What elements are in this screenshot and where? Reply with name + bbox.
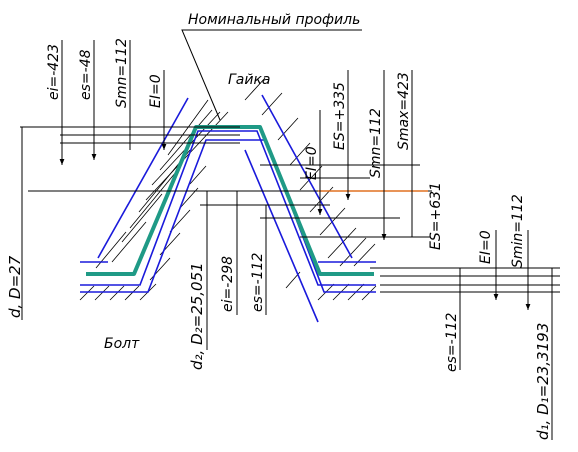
nut-pitch-ES: ES=+335 xyxy=(332,82,348,150)
nominal-profile-leader xyxy=(181,29,362,121)
minor-diameter-label: d₁, D₁=23,3193 xyxy=(534,323,552,440)
nut-minor-smin: Smin=112 xyxy=(510,194,526,268)
nut-label: Гайка xyxy=(228,72,271,88)
nut-limit-outer xyxy=(97,97,189,259)
nut-major-EI: EI=0 xyxy=(148,74,164,108)
nut-limit-outer-right xyxy=(261,94,353,259)
nut-pitch-EI: EI=0 xyxy=(304,146,320,180)
dimension-lines xyxy=(21,40,553,440)
bolt-pitch-es: es=-112 xyxy=(250,252,266,312)
nut-flank-extension xyxy=(244,149,319,323)
pitch-diameter-label: d₂, D₂=25,051 xyxy=(188,262,206,370)
bolt-minor-es: es=-112 xyxy=(444,312,460,372)
limit-contours xyxy=(80,94,376,323)
nominal-profile-label: Номинальный профиль xyxy=(188,12,360,28)
bolt-major-smin: Smn=112 xyxy=(114,38,130,108)
nut-minor-EI: EI=0 xyxy=(478,230,494,264)
bolt-major-es: es=-48 xyxy=(78,49,94,100)
bolt-pitch-ei: ei=-298 xyxy=(220,256,236,312)
nut-pitch-smax: Smax=423 xyxy=(396,72,412,150)
bolt-label: Болт xyxy=(104,336,140,352)
nominal-profile xyxy=(86,125,374,276)
bolt-major-ei: ei=-423 xyxy=(46,44,62,100)
bolt-limit-2 xyxy=(80,139,376,293)
nut-minor-ES: ES=+631 xyxy=(428,182,444,250)
bolt-limit-1 xyxy=(80,130,376,286)
nut-pitch-smin: Smn=112 xyxy=(368,108,384,178)
major-diameter-label: d, D=27 xyxy=(6,255,24,318)
extension-lines xyxy=(20,126,560,293)
